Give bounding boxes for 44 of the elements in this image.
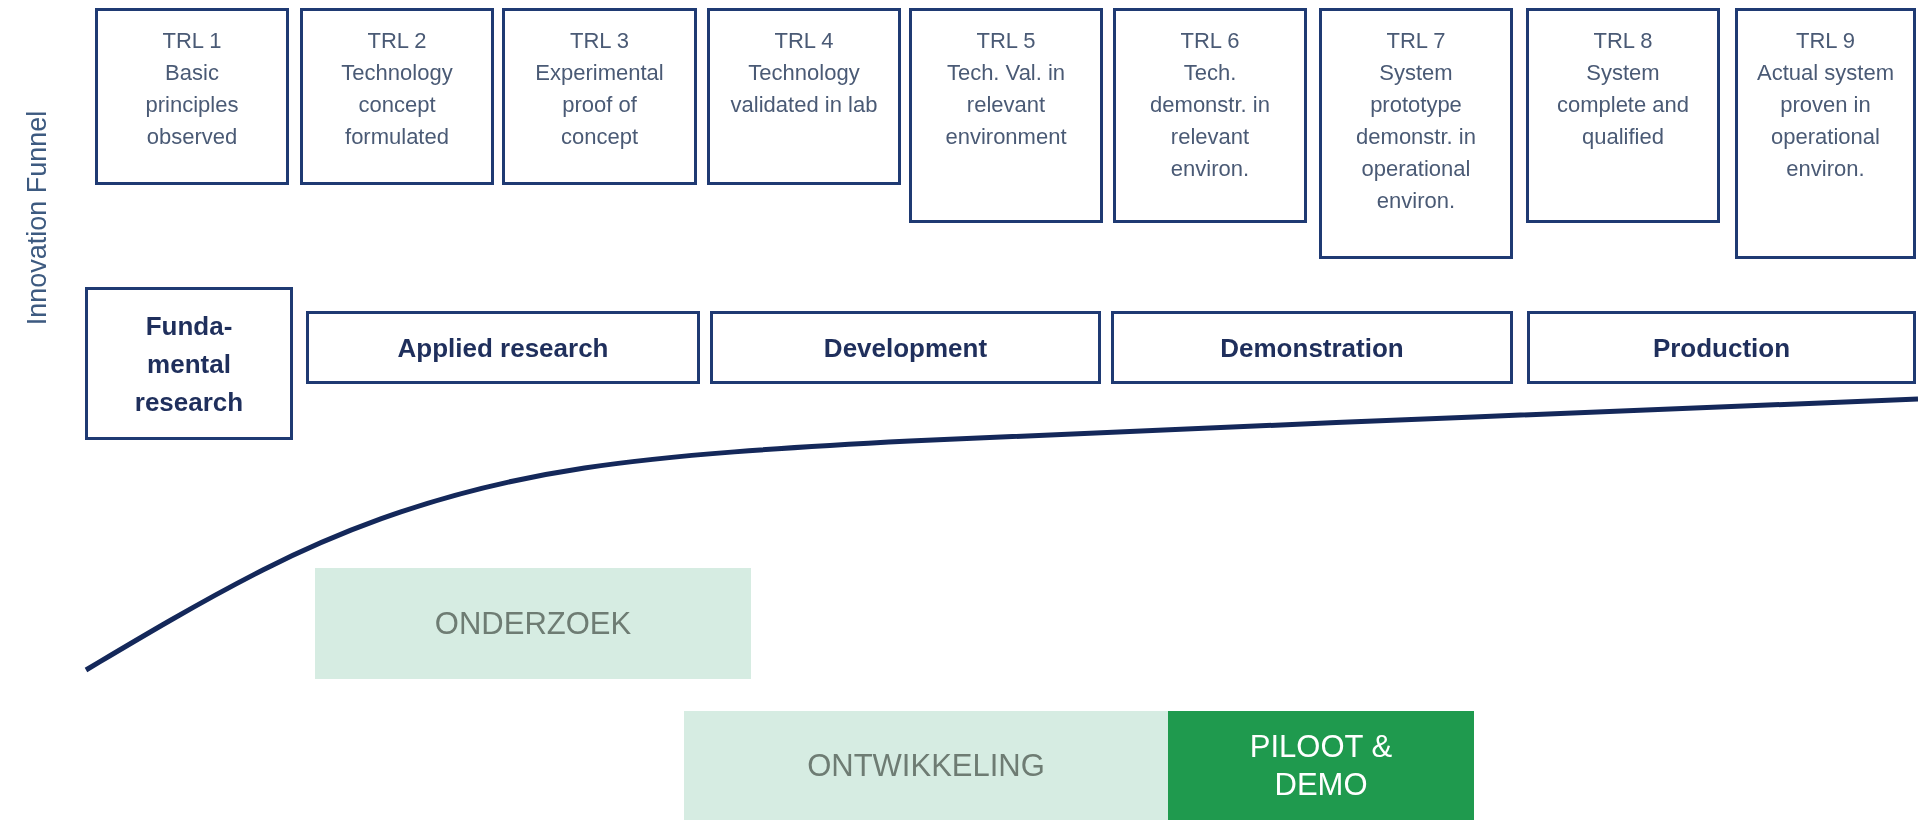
trl-description: Tech. Val. in relevant environment (944, 59, 1068, 151)
trl-box (707, 8, 901, 185)
trl-description: Basic principles observed (144, 59, 240, 151)
trl-description: Experimental proof of concept (534, 59, 665, 151)
trl-level: TRL 6 (1180, 27, 1240, 55)
box-label: PILOOT & DEMO (1248, 727, 1394, 804)
trl-box (1113, 8, 1307, 223)
box-label: Funda- mental research (133, 309, 245, 419)
trl-description: System complete and qualified (1555, 59, 1691, 151)
trl-box (1735, 8, 1916, 259)
trl-box (1319, 8, 1513, 259)
trl-description: Actual system proven in operational environ. (1756, 59, 1895, 183)
box-label: Development (823, 331, 988, 365)
phase-box (306, 311, 700, 384)
trl-description: System prototype demonstr. in operational environ. (1355, 59, 1477, 215)
trl-level: TRL 7 (1386, 27, 1446, 55)
trl-level: TRL 2 (367, 27, 427, 55)
box-label: ONDERZOEK (434, 604, 632, 643)
stage-block (684, 711, 1168, 820)
stage-block (1168, 711, 1474, 820)
trl-level: TRL 3 (569, 27, 630, 55)
box-label: Applied research (397, 331, 609, 365)
trl-box (502, 8, 697, 185)
trl-description: Tech. demonstr. in relevant environ. (1149, 59, 1271, 183)
trl-box (1526, 8, 1720, 223)
phase-box (710, 311, 1101, 384)
trl-description: Technology validated in lab (729, 59, 879, 119)
axis-title: Innovation Funnel (21, 110, 53, 326)
trl-level: TRL 5 (976, 27, 1036, 55)
box-label: Demonstration (1220, 331, 1404, 365)
stage-block (315, 568, 751, 679)
trl-level: TRL 4 (774, 27, 834, 55)
trl-description: Technology concept formulated (340, 59, 454, 151)
box-label: ONTWIKKELING (807, 746, 1045, 785)
box-label: Production (1652, 331, 1791, 365)
trl-box (300, 8, 494, 185)
phase-box (85, 287, 293, 440)
trl-box (95, 8, 289, 185)
trl-level: TRL 1 (162, 27, 222, 55)
phase-box (1527, 311, 1916, 384)
trl-level: TRL 8 (1593, 27, 1653, 55)
phase-box (1111, 311, 1513, 384)
trl-level: TRL 9 (1795, 27, 1856, 55)
trl-box (909, 8, 1103, 223)
